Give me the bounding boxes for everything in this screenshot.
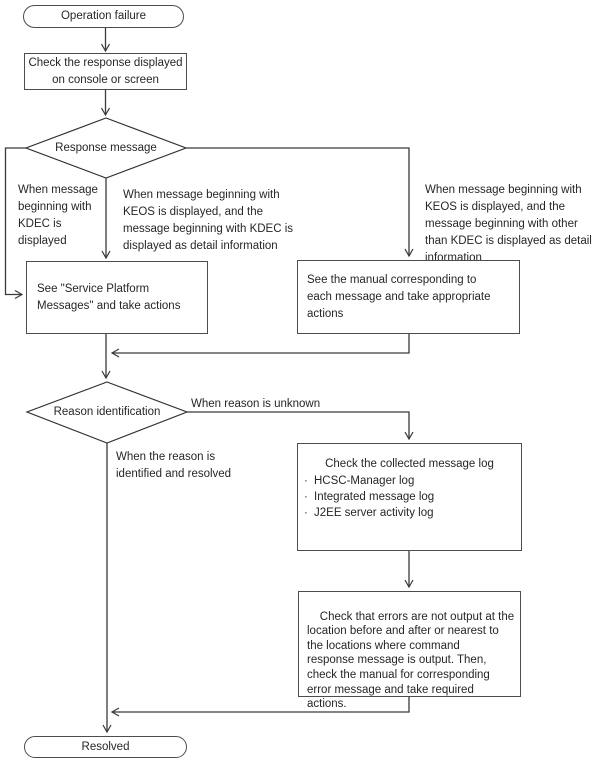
edge-manual-merge — [110, 334, 410, 358]
branch-label-keos-other: When message beginning with KEOS is disp… — [425, 184, 592, 264]
decision-response-message-label: Response message — [55, 142, 157, 154]
message-log-item: · Integrated message log — [298, 489, 521, 505]
edge-keos-other-branch — [186, 147, 414, 258]
process-check-response: Check the response displayed on console … — [24, 53, 187, 90]
message-log-item: · J2EE server activity log — [298, 505, 521, 521]
response-message-diamond — [24, 117, 188, 179]
edge-errors-merge — [110, 697, 410, 717]
terminator-operation-failure-label: Operation failure — [60, 10, 147, 22]
process-check-errors: Check that errors are not output at the … — [298, 591, 521, 710]
reason-identification-diamond — [25, 381, 189, 444]
process-check-message-log: Check the collected message log · HCSC-Ma… — [297, 443, 522, 551]
edge-reason-unknown-branch — [187, 411, 414, 441]
process-service-platform-messages-label: See "Service Platform Messages" and take… — [37, 282, 181, 312]
branch-label-keos-kdec: When message beginning with KEOS is disp… — [123, 189, 294, 252]
terminator-resolved: Resolved — [24, 736, 187, 758]
process-see-manual-label: See the manual corresponding to each mes… — [307, 273, 491, 320]
decision-reason-identification-label: Reason identification — [53, 406, 161, 418]
terminator-operation-failure: Operation failure — [23, 5, 184, 28]
bullet-icon: · — [304, 507, 308, 519]
process-check-response-label: Check the response displayed on console … — [28, 56, 183, 86]
edge-kdec-branch — [4, 147, 26, 300]
message-log-title: Check the collected message log — [325, 458, 494, 470]
branch-label-reason-unknown: When reason is unknown — [191, 398, 321, 410]
bullet-icon: · — [304, 475, 308, 487]
message-log-item: · HCSC-Manager log — [298, 473, 521, 489]
branch-label-kdec: When message beginning with KDEC is disp… — [18, 184, 98, 247]
process-check-errors-label: Check that errors are not output at the … — [307, 610, 515, 711]
message-log-item-label: J2EE server activity log — [314, 507, 434, 519]
message-log-item-label: HCSC-Manager log — [314, 475, 415, 487]
message-log-item-label: Integrated message log — [314, 491, 435, 503]
branch-label-reason-identified: When the reason is identified and resolv… — [116, 451, 232, 480]
terminator-resolved-label: Resolved — [81, 740, 130, 753]
process-see-manual: See the manual corresponding to each mes… — [297, 260, 520, 334]
process-service-platform-messages: See "Service Platform Messages" and take… — [26, 261, 208, 334]
bullet-icon: · — [304, 491, 308, 503]
